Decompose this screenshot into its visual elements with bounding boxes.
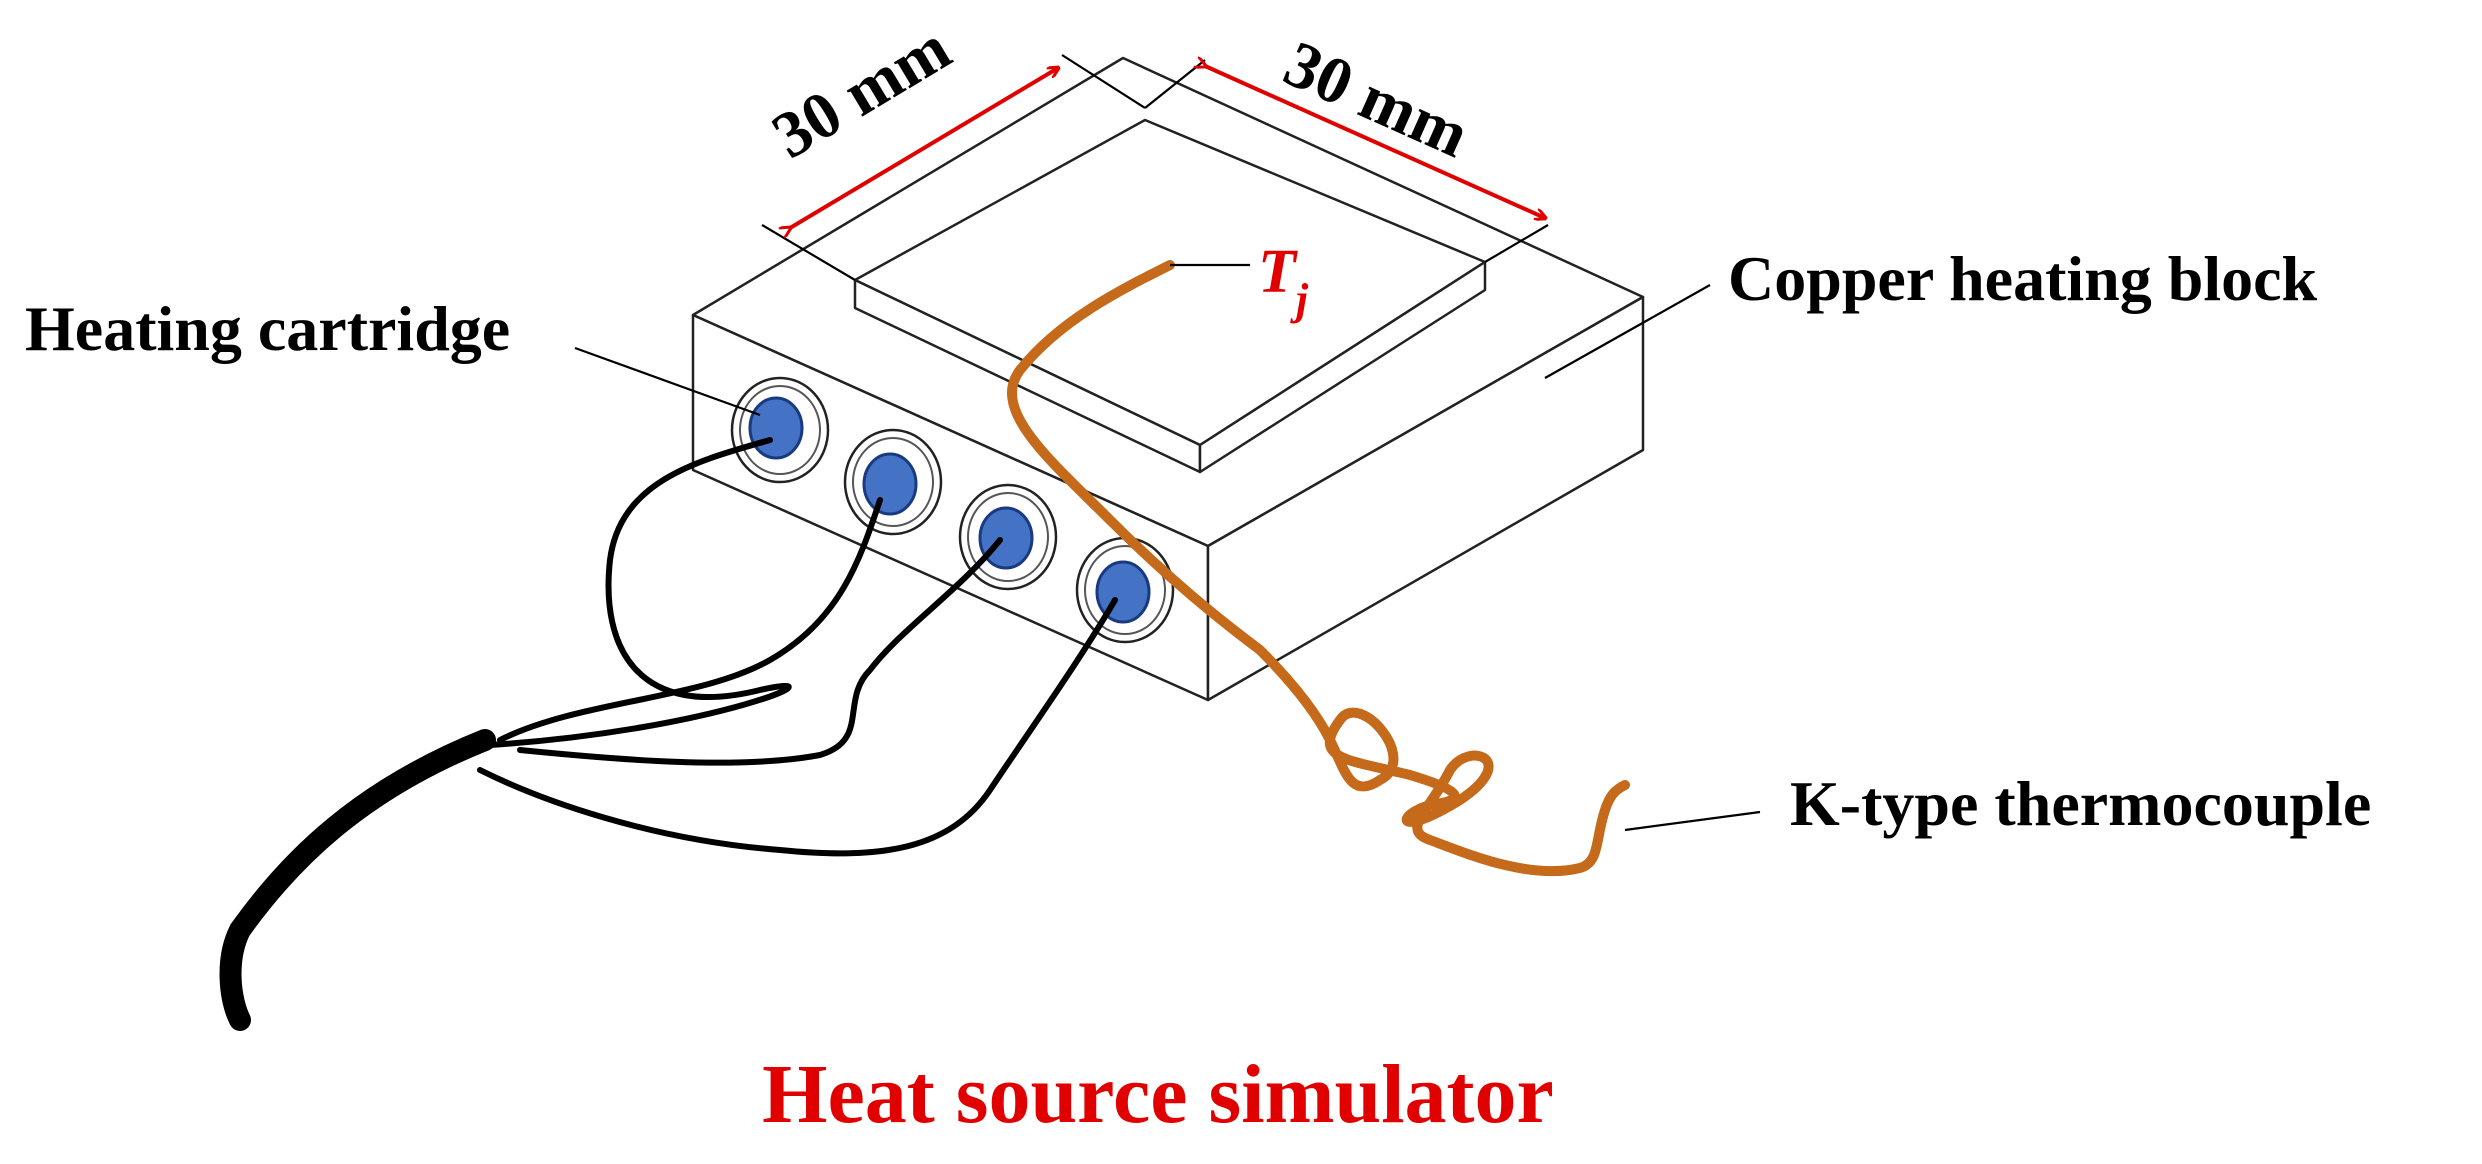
diagram-title: Heat source simulator bbox=[762, 1048, 1554, 1141]
cartridge-blue-2 bbox=[862, 452, 918, 516]
main-power-cable bbox=[219, 729, 496, 1031]
cartridge-blue-3 bbox=[978, 506, 1034, 570]
dim-ext-line-2 bbox=[1061, 54, 1146, 109]
cartridge-wires bbox=[477, 437, 1118, 857]
cartridge-4 bbox=[1075, 536, 1175, 644]
copper-heating-block-label: Copper heating block bbox=[1728, 243, 2318, 314]
wire-3 bbox=[517, 537, 1003, 766]
block-right-face bbox=[1206, 295, 1645, 702]
wire-1 bbox=[487, 437, 792, 748]
plate-right-face bbox=[1198, 260, 1487, 474]
width-dimension-label: 30 mm bbox=[760, 11, 963, 173]
cartridge-2 bbox=[843, 428, 943, 536]
thermocouple-leader bbox=[1624, 810, 1761, 832]
dim-ext-line-1 bbox=[761, 224, 856, 281]
k-type-thermocouple-label: K-type thermocouple bbox=[1790, 768, 2371, 839]
cartridge-1 bbox=[730, 376, 830, 484]
cartridge-holes bbox=[730, 376, 1175, 644]
depth-dimension-line bbox=[1205, 66, 1545, 218]
heating-cartridge-leader bbox=[574, 346, 761, 417]
cartridge-blue-1 bbox=[748, 396, 804, 460]
k-type-thermocouple-wire bbox=[1007, 260, 1630, 877]
wire-4 bbox=[477, 597, 1118, 857]
dim-ext-line-4 bbox=[1484, 224, 1549, 263]
tj-main: T bbox=[1258, 238, 1298, 306]
wire-2 bbox=[497, 497, 883, 743]
heating-cartridge-label: Heating cartridge bbox=[25, 293, 510, 364]
cartridge-3 bbox=[958, 483, 1058, 591]
copper-block-leader bbox=[1544, 284, 1711, 379]
width-dimension-line bbox=[790, 68, 1058, 228]
dimension-arrows bbox=[761, 54, 1549, 281]
